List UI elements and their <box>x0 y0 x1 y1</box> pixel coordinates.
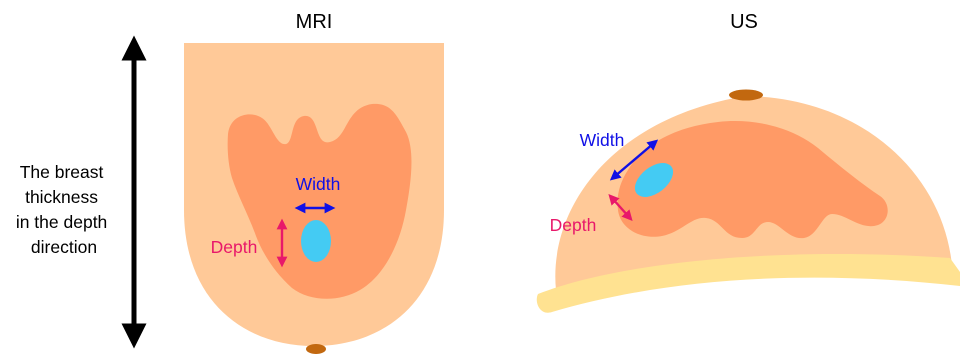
thickness-indicator: The breast thickness in the depth direct… <box>16 48 134 336</box>
thickness-label: The breast thickness in the depth direct… <box>16 162 112 257</box>
us-nipple <box>729 90 763 101</box>
mri-width-label: Width <box>296 174 341 194</box>
us-title: US <box>730 11 758 33</box>
mri-nipple <box>306 344 326 354</box>
mri-depth-label: Depth <box>211 237 258 257</box>
us-depth-label: Depth <box>550 215 597 235</box>
mri-lesion <box>301 220 331 262</box>
mri-title: MRI <box>296 11 333 33</box>
us-width-label: Width <box>580 130 625 150</box>
mri-panel: MRI Width Depth <box>184 11 444 354</box>
us-panel: US Width Depth <box>537 11 960 313</box>
